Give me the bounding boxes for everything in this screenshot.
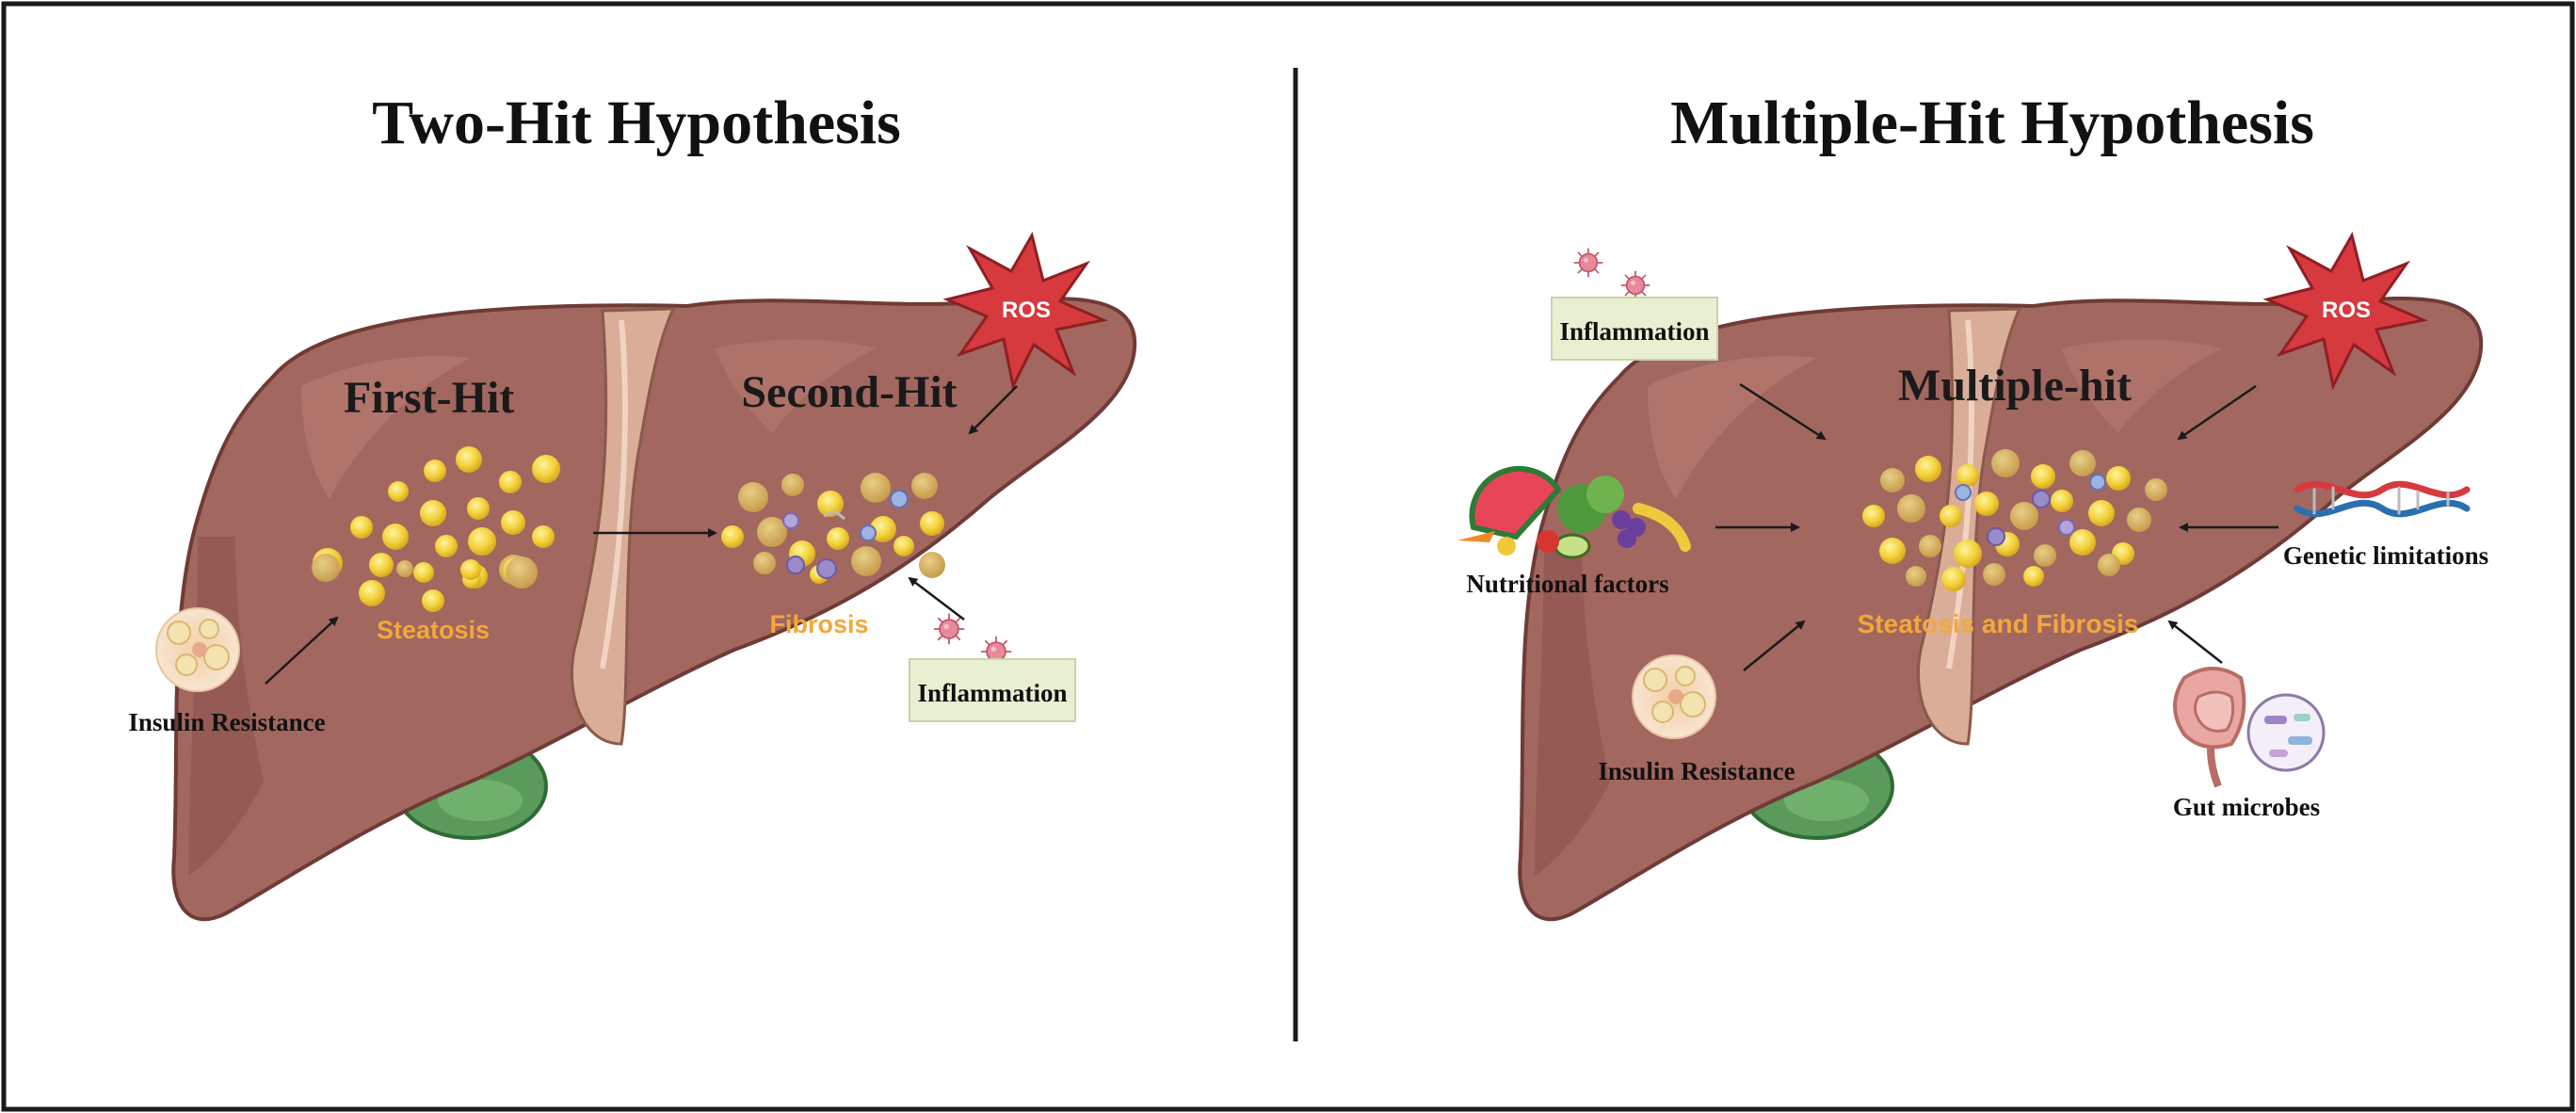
fat-cell-icon bbox=[1632, 654, 1716, 739]
insulin-resistance-label-left: Insulin Resistance bbox=[128, 708, 325, 736]
multiple-hit-label: Multiple-hit bbox=[1898, 361, 2132, 411]
right-panel: Multiple-Hit Hypothesis Multiple-hit bbox=[1457, 89, 2488, 919]
ros-burst-icon: ROS bbox=[942, 232, 1108, 391]
steatosis-fibrosis-label: Steatosis and Fibrosis bbox=[1858, 609, 2139, 638]
left-panel-title: Two-Hit Hypothesis bbox=[372, 89, 901, 157]
food-icon bbox=[1457, 465, 1691, 559]
insulin-resistance-label-right: Insulin Resistance bbox=[1598, 757, 1795, 785]
virus-icon bbox=[1619, 269, 1651, 301]
fibrosis-droplets-left bbox=[721, 473, 945, 584]
steatosis-label: Steatosis bbox=[377, 616, 490, 644]
left-panel: Two-Hit Hypothesis First-Hit Steatosis bbox=[128, 89, 1135, 919]
inflammation-box-left bbox=[909, 658, 1076, 722]
right-panel-title: Multiple-Hit Hypothesis bbox=[1670, 89, 2314, 157]
second-hit-label: Second-Hit bbox=[741, 367, 957, 417]
steatosis-fibrosis-droplets bbox=[1862, 449, 2167, 591]
ros-burst-icon: ROS bbox=[2262, 232, 2428, 391]
gut-microbes-label: Gut microbes bbox=[2173, 793, 2320, 821]
steatosis-droplets-left bbox=[312, 446, 560, 612]
ros-label-left: ROS bbox=[1002, 298, 1051, 323]
virus-icon bbox=[1572, 247, 1604, 279]
fat-cell-icon bbox=[155, 607, 240, 692]
nutritional-factors-label: Nutritional factors bbox=[1466, 570, 1668, 598]
right-arrows bbox=[1715, 382, 2278, 671]
inflammation-label-left: Inflammation bbox=[917, 679, 1067, 707]
fibrosis-label: Fibrosis bbox=[769, 610, 868, 638]
virus-icon bbox=[932, 612, 966, 646]
bacteria-icon bbox=[2246, 693, 2326, 772]
inflammation-box-right bbox=[1551, 297, 1718, 361]
dna-icon bbox=[2294, 480, 2471, 518]
ros-label-right: ROS bbox=[2322, 298, 2371, 323]
genetic-limitations-label: Genetic limitations bbox=[2283, 541, 2488, 570]
left-arrows bbox=[265, 385, 1018, 685]
intestine-icon bbox=[2173, 667, 2246, 788]
inflammation-label-right: Inflammation bbox=[1559, 317, 1709, 346]
first-hit-label: First-Hit bbox=[344, 373, 514, 423]
